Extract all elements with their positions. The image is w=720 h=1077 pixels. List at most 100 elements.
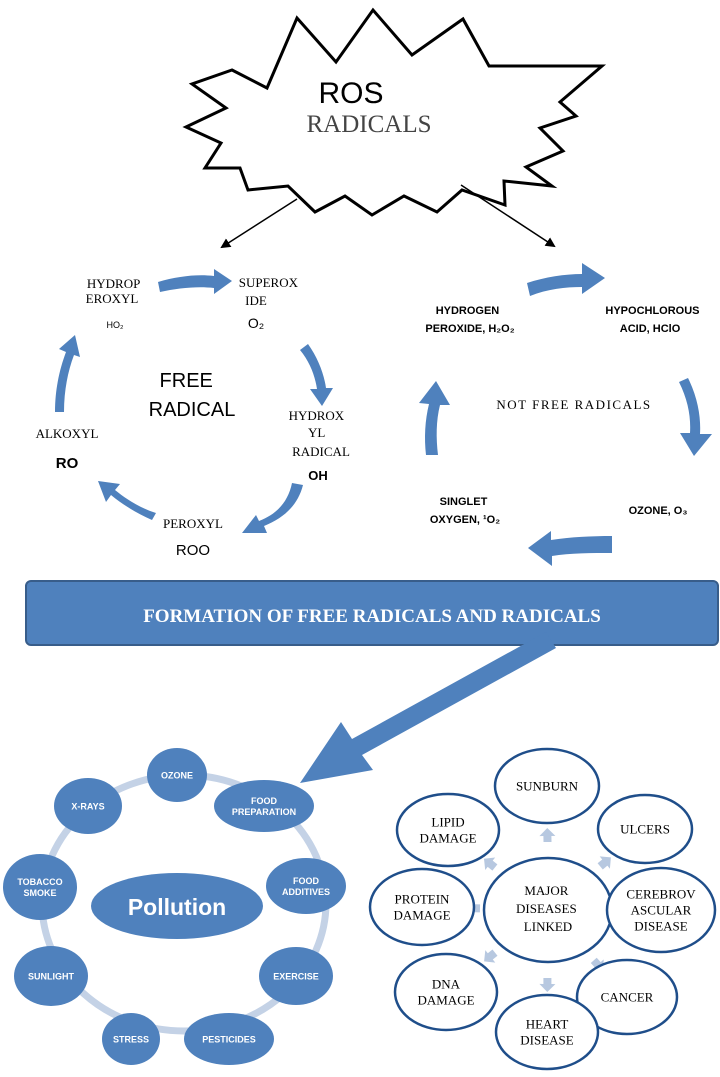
disease-bubble [395, 792, 501, 868]
pollution-bubble [184, 1013, 274, 1065]
burst-subtitle: RADICALS [306, 111, 431, 138]
pollution-bubble [266, 858, 346, 914]
label-line: STRESS [113, 1035, 149, 1045]
node-label-line: RADICAL [292, 444, 350, 459]
label-line: SUNLIGHT [28, 972, 75, 982]
label-line: EXERCISE [273, 972, 319, 982]
node-label-line: OXYGEN, ¹O₂ [430, 514, 500, 526]
label-line: DISEASE [520, 1033, 574, 1048]
label-line: DAMAGE [419, 831, 476, 846]
disease-bubble [494, 993, 600, 1071]
disease-item-label: SUNBURN [516, 779, 579, 794]
pollution-item-exercise: EXERCISE [259, 947, 333, 1005]
node-hydroxyl: HYDROX YL RADICAL [289, 408, 350, 459]
node-ozone: OZONE, O₃ [629, 505, 688, 517]
pollution-item-label: EXERCISE [273, 972, 319, 982]
label-line: CEREBROV [626, 887, 696, 902]
pollution-item-ozone: OZONE [147, 748, 207, 802]
not-free-radicals-label: NOT FREE RADICALS [496, 397, 651, 412]
node-label-line: PEROXIDE, H₂O₂ [425, 323, 514, 335]
formation-banner: FORMATION OF FREE RADICALS AND RADICALS [25, 580, 719, 646]
label-line: SMOKE [23, 888, 56, 898]
pollution-item-x-rays: X-RAYS [54, 778, 122, 834]
label-line: FOOD [251, 796, 277, 806]
pollution-item-label: STRESS [113, 1035, 149, 1045]
label-line: SUNBURN [516, 779, 579, 794]
cycle-arrow [158, 269, 232, 294]
disease-link-arrow [539, 828, 556, 842]
free-radical-cycle: FREE RADICAL HYDROP EROXYL HO₂ SUPEROX I… [36, 269, 350, 559]
burst-shape [182, 7, 607, 217]
center-line: DISEASES [516, 901, 577, 916]
pollution-bubble [54, 778, 122, 834]
label-line: CANCER [601, 990, 654, 1005]
disease-link-arrow [484, 949, 498, 963]
pollution-bubble [102, 1013, 160, 1065]
node-singlet-oxygen: SINGLET OXYGEN, ¹O₂ [430, 496, 500, 526]
pollution-item-label: OZONE [161, 771, 193, 781]
arrow-burst-to-nonfree-cycle [460, 184, 556, 248]
label-line: ADDITIVES [282, 887, 330, 897]
label-line: LIPID [431, 815, 464, 830]
ros-burst: ROS RADICALS [182, 7, 607, 217]
label-line: PROTEIN [395, 892, 451, 907]
disease-item-label: CANCER [601, 990, 654, 1005]
free-radical-center: FREE RADICAL [149, 370, 236, 421]
cycle-arrow [527, 263, 605, 296]
not-free-radicals-cycle: NOT FREE RADICALS HYDROGEN PEROXIDE, H₂O… [419, 263, 712, 566]
pollution-bubble [147, 748, 207, 802]
formula-peroxyl: ROO [176, 542, 210, 559]
label-line: FOOD [293, 876, 319, 886]
formula-hydroxyl: OH [308, 468, 328, 483]
center-line: RADICAL [149, 399, 236, 421]
cycle-arrow [679, 378, 712, 456]
banner-box [25, 580, 719, 646]
pollution-bubble [214, 780, 314, 832]
disease-item-sunburn: SUNBURN [493, 747, 601, 825]
label-line: PREPARATION [232, 807, 296, 817]
node-label-line: SUPEROX [239, 275, 299, 290]
pollution-item-label: X-RAYS [71, 802, 104, 812]
label-line: DAMAGE [393, 908, 450, 923]
pollution-item-sunlight: SUNLIGHT [14, 946, 88, 1006]
disease-item-label: ULCERS [620, 822, 670, 837]
disease-bubble [493, 747, 601, 825]
node-superoxide: SUPEROX IDE [239, 275, 302, 308]
node-hydroperoxyl: HYDROP EROXYL [86, 276, 143, 306]
center-line: LINKED [524, 919, 572, 934]
center-line: MAJOR [524, 883, 568, 898]
pollution-item-stress: STRESS [102, 1013, 160, 1065]
disease-center-label: MAJOR DISEASES LINKED [516, 883, 580, 934]
arrow-burst-to-free-cycle [220, 198, 298, 249]
node-label-line: HYDROP [87, 276, 140, 291]
node-label-line: EROXYL [86, 291, 139, 306]
pollution-center-label: Pollution [128, 894, 226, 920]
formula-alkoxyl: RO [56, 455, 79, 472]
disease-item-ulcers: ULCERS [596, 793, 694, 865]
pollution-item-label: SUNLIGHT [28, 972, 75, 982]
disease-bubble [575, 958, 679, 1036]
disease-item-cancer: CANCER [575, 958, 679, 1036]
formula-superoxide: O₂ [248, 315, 264, 331]
label-line: DAMAGE [417, 993, 474, 1008]
disease-link-arrow [539, 978, 556, 992]
pollution-center [91, 873, 263, 939]
disease-bubble [393, 952, 499, 1032]
label-line: HEART [526, 1017, 569, 1032]
center-line: FREE [160, 370, 213, 392]
disease-link-arrow [484, 857, 498, 871]
